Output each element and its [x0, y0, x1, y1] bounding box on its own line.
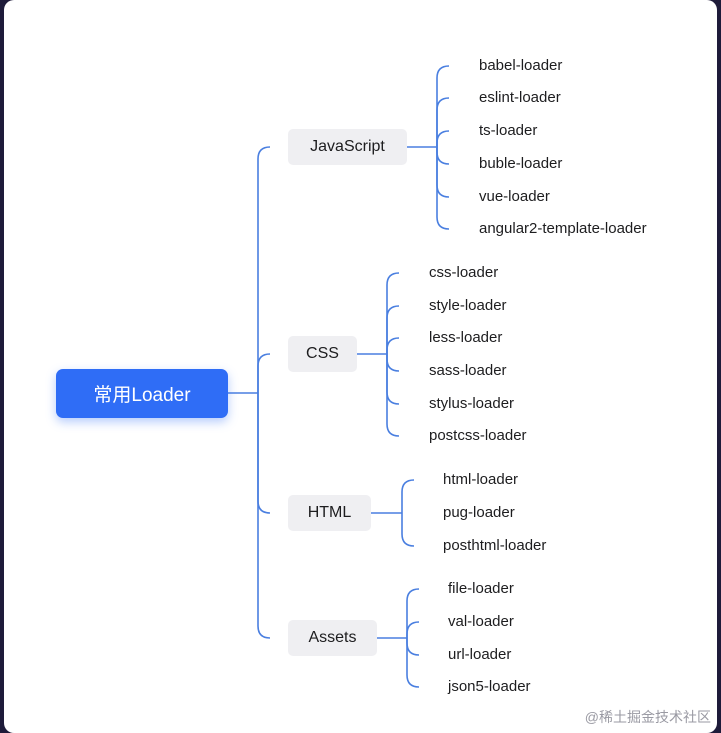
- leaf-sass-loader[interactable]: sass-loader: [429, 362, 507, 379]
- leaf-stylus-loader[interactable]: stylus-loader: [429, 395, 515, 412]
- css-connector: [386, 354, 400, 437]
- js-connector: [436, 147, 450, 165]
- leaf-file-loader[interactable]: file-loader: [448, 580, 514, 597]
- category-label: Assets: [308, 629, 357, 646]
- leaf-less-loader[interactable]: less-loader: [429, 329, 503, 346]
- leaf-ts-loader[interactable]: ts-loader: [479, 122, 538, 139]
- leaf-angular2-template-loader[interactable]: angular2-template-loader: [479, 220, 647, 237]
- leaf-postcss-loader[interactable]: postcss-loader: [429, 427, 527, 444]
- leaf-style-loader[interactable]: style-loader: [429, 297, 507, 314]
- leaf-pug-loader[interactable]: pug-loader: [443, 504, 515, 521]
- connector-lines: [228, 65, 450, 688]
- assets-connector: [406, 638, 420, 688]
- js-connector: [436, 97, 450, 147]
- html-connector: [401, 513, 415, 547]
- leaf-val-loader[interactable]: val-loader: [448, 613, 514, 630]
- assets-connector: [406, 588, 420, 638]
- css-connector: [386, 272, 400, 354]
- watermark: @稀土掘金技术社区: [584, 709, 711, 725]
- leaf-url-loader[interactable]: url-loader: [448, 646, 512, 663]
- category-css[interactable]: CSS: [288, 336, 357, 372]
- js-connector: [436, 65, 450, 147]
- root-node[interactable]: 常用Loader: [56, 369, 228, 418]
- leaf-json5-loader[interactable]: json5-loader: [448, 678, 531, 695]
- category-label: CSS: [306, 345, 339, 362]
- category-label: HTML: [307, 504, 352, 521]
- leaf-posthtml-loader[interactable]: posthtml-loader: [443, 537, 547, 554]
- root-label: 常用Loader: [93, 385, 191, 406]
- assets-connector: [406, 621, 420, 638]
- mindmap-canvas: 常用Loader JavaScript CSS HTML Assets babe…: [4, 0, 717, 733]
- leaf-buble-loader[interactable]: buble-loader: [479, 155, 563, 172]
- root-connector: [257, 353, 271, 393]
- css-connector: [386, 354, 400, 372]
- leaf-vue-loader[interactable]: vue-loader: [479, 188, 550, 205]
- css-connector: [386, 354, 400, 405]
- css-connector: [386, 305, 400, 354]
- css-connector: [386, 337, 400, 354]
- leaf-eslint-loader[interactable]: eslint-loader: [479, 89, 561, 106]
- html-connector: [401, 479, 415, 513]
- root-connector: [257, 393, 271, 639]
- category-html[interactable]: HTML: [288, 495, 371, 531]
- js-connector: [436, 147, 450, 198]
- leaf-css-loader[interactable]: css-loader: [429, 264, 499, 281]
- js-connector: [436, 147, 450, 230]
- category-javascript[interactable]: JavaScript: [288, 129, 407, 165]
- root-connector: [257, 393, 271, 514]
- category-label: JavaScript: [310, 138, 385, 155]
- root-connector: [257, 146, 271, 393]
- category-assets[interactable]: Assets: [288, 620, 377, 656]
- js-connector: [436, 130, 450, 147]
- assets-connector: [406, 638, 420, 656]
- leaf-html-loader[interactable]: html-loader: [443, 471, 519, 488]
- leaf-babel-loader[interactable]: babel-loader: [479, 57, 563, 74]
